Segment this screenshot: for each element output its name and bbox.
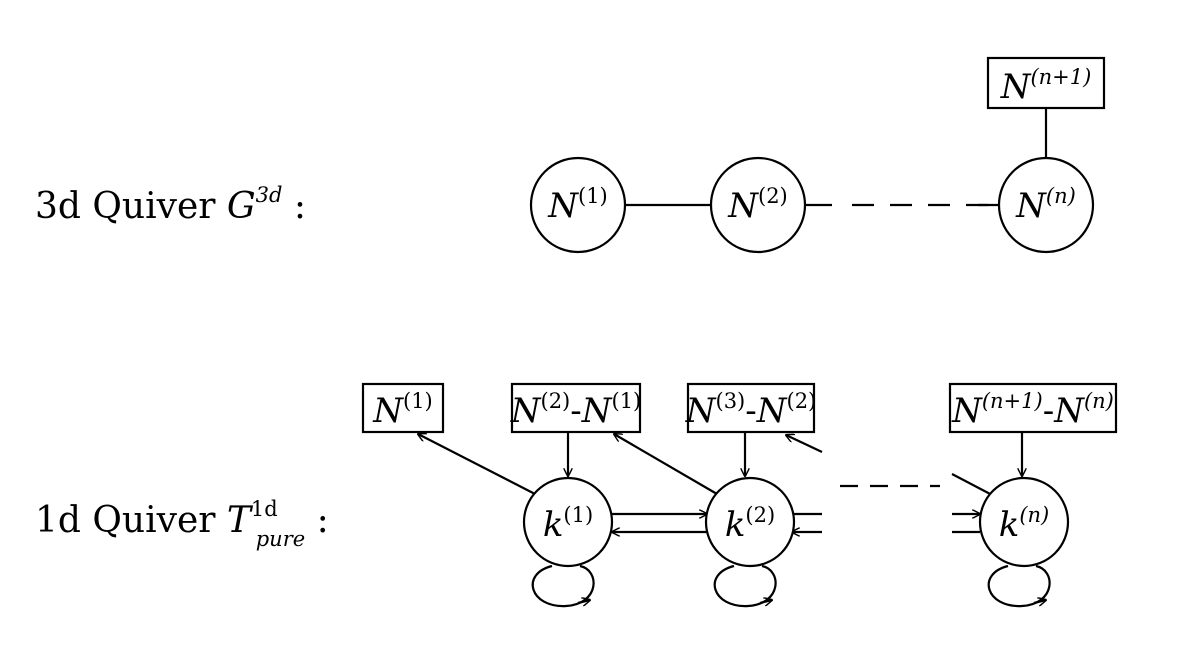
- caption-1d-symbol: T: [227, 500, 254, 541]
- gauge-node-k2: k(2): [704, 476, 796, 568]
- flavor-node-n-plus-1: N(n+1): [986, 56, 1106, 110]
- gauge-node-nn: N(n): [997, 156, 1095, 254]
- caption-1d-prefix: 1d Quiver: [35, 500, 227, 541]
- gauge-node-n1-label: N(1): [547, 184, 608, 226]
- self-loop-k1: [531, 564, 595, 608]
- gauge-node-n2-label: N(2): [727, 184, 788, 226]
- svg-text:N(2)-N(1): N(2)-N(1): [510, 389, 642, 431]
- caption-3d-suffix: :: [282, 186, 306, 227]
- flavor-box-2: N(2)-N(1): [510, 382, 642, 434]
- arrow-k2-to-fb2: [614, 434, 718, 495]
- arrow-stub-to-fb3: [786, 435, 823, 453]
- gauge-node-nn-label: N(n): [1015, 184, 1076, 226]
- gauge-node-n1: N(1): [529, 156, 627, 254]
- caption-1d-quiver: 1d Quiver T1d pure :: [35, 497, 329, 551]
- caption-3d-prefix: 3d Quiver: [35, 186, 227, 227]
- caption-1d-sup: 1d: [251, 497, 278, 521]
- svg-text:N(n+1)-N(n): N(n+1)-N(n): [951, 389, 1114, 431]
- svg-text:k(n): k(n): [999, 503, 1050, 545]
- svg-text:N(3)-N(2): N(3)-N(2): [685, 389, 817, 431]
- flavor-box-1: N(1): [361, 382, 445, 434]
- caption-3d-sup: 3d: [256, 183, 283, 207]
- self-loop-k2: [713, 564, 777, 608]
- arrow-stub-into-kn: [951, 473, 995, 497]
- svg-text:k(2): k(2): [725, 503, 775, 545]
- arrow-k1-to-fb1: [418, 434, 536, 495]
- gauge-node-kn: k(n): [978, 476, 1070, 568]
- svg-text:N(1): N(1): [372, 389, 433, 431]
- caption-3d-symbol: G: [227, 186, 256, 227]
- caption-1d-suffix: :: [305, 500, 329, 541]
- gauge-node-n2: N(2): [709, 156, 807, 254]
- svg-text:k(1): k(1): [543, 503, 593, 545]
- caption-1d-sub: pure: [256, 527, 305, 551]
- caption-3d-quiver: 3d Quiver G3d :: [35, 183, 306, 227]
- flavor-box-4: N(n+1)-N(n): [948, 382, 1118, 434]
- self-loop-kn: [987, 564, 1051, 608]
- flavor-node-n-plus-1-label: N(n+1): [1000, 65, 1092, 107]
- flavor-box-3: N(3)-N(2): [685, 382, 817, 434]
- gauge-node-k1: k(1): [522, 476, 614, 568]
